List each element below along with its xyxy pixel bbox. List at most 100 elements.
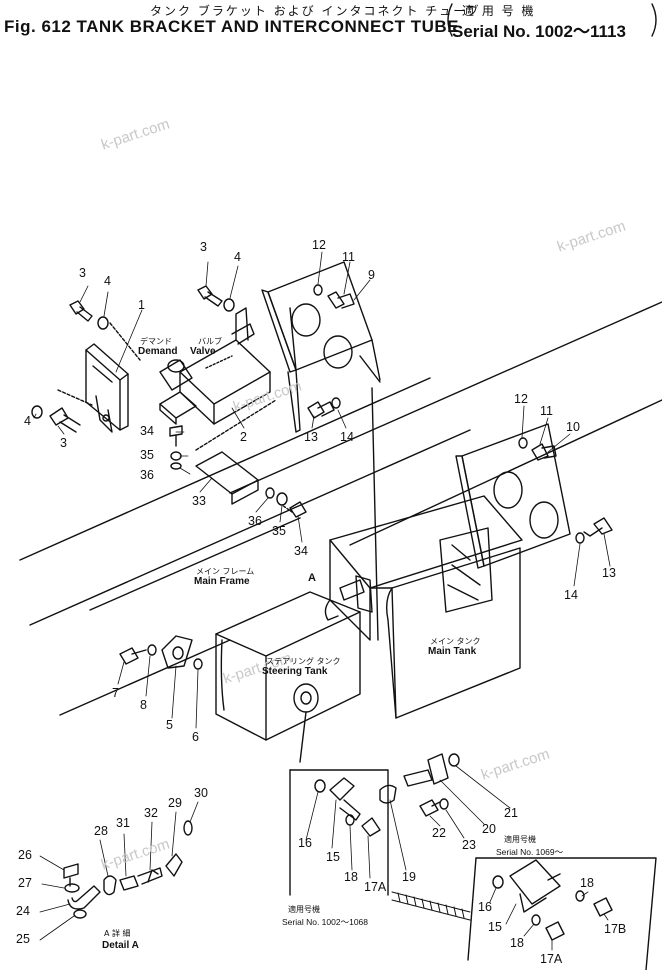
- part-number-6: 6: [192, 730, 199, 744]
- label-main-frame: Main Frame: [194, 576, 250, 587]
- bolt-34-upper: [169, 425, 183, 447]
- part-number-17b: 17B: [604, 922, 627, 936]
- part-number-23: 23: [462, 838, 476, 852]
- oring-16-upper: [492, 875, 504, 889]
- title-japanese: タンク ブラケット および インタコネクト チューブ: [150, 4, 481, 18]
- part-number-21: 21: [504, 806, 518, 820]
- callout-box-upper: [467, 857, 657, 970]
- label-steering-tank: Steering Tank: [262, 666, 328, 677]
- title-english: Fig. 612 TANK BRACKET AND INTERCONNECT T…: [4, 17, 460, 36]
- part-number-18: 18: [510, 936, 524, 950]
- washer-35-lower: [276, 492, 288, 506]
- bracket-9: [261, 261, 381, 433]
- bracket-33: [195, 451, 259, 505]
- oring-6: [193, 658, 203, 670]
- part-number-4: 4: [104, 274, 111, 288]
- bracket-rod: [371, 387, 379, 641]
- washer-4-left: [31, 405, 43, 419]
- part-number-36: 36: [140, 468, 154, 482]
- demand-valve: [159, 323, 255, 391]
- part-number-14: 14: [564, 588, 578, 602]
- part-number-5: 5: [166, 718, 173, 732]
- label-marker-a: A: [308, 572, 316, 584]
- part-number-27: 27: [18, 876, 32, 890]
- bracket-1: [57, 322, 141, 433]
- part-number-9: 9: [368, 268, 375, 282]
- bracket-10: [455, 423, 571, 569]
- part-number-3: 3: [200, 240, 207, 254]
- part-number-7: 7: [112, 686, 119, 700]
- part-number-35: 35: [272, 524, 286, 538]
- bolt-13-center: [307, 401, 335, 419]
- part-number-2: 2: [240, 430, 247, 444]
- part-number-16: 16: [478, 900, 492, 914]
- part-number-33: 33: [192, 494, 206, 508]
- bolt-13-right: [583, 517, 613, 537]
- bolt-3-top-left: [69, 300, 93, 322]
- label-serial-lower-jp: 適用号機: [288, 905, 320, 914]
- label-serial-upper: Serial No. 1069～: [496, 847, 564, 857]
- label-demand: Demand: [138, 346, 178, 357]
- hose: [391, 891, 471, 921]
- bolt-17a-upper: [545, 921, 565, 941]
- serial-japanese: 適 用 号 機: [462, 4, 536, 18]
- part-number-17a: 17A: [540, 952, 563, 966]
- tube-15-upper: [509, 859, 561, 913]
- part-number-18: 18: [580, 876, 594, 890]
- part-number-22: 22: [432, 826, 446, 840]
- part-number-19: 19: [402, 870, 416, 884]
- main-frame-rails: [19, 301, 662, 716]
- label-main-frame-jp: メイン フレーム: [196, 567, 255, 576]
- label-main-tank: Main Tank: [428, 646, 477, 657]
- washer-14-center: [331, 397, 341, 409]
- washer-23: [439, 798, 449, 810]
- part-number-17a: 17A: [364, 880, 387, 894]
- oring-21: [448, 753, 460, 767]
- leader-lines: [33, 251, 611, 951]
- part-number-30: 30: [194, 786, 208, 800]
- part-number-11: 11: [342, 250, 355, 264]
- part-number-16: 16: [298, 836, 312, 850]
- tube-15-lower: [329, 777, 361, 821]
- label-serial-upper-jp: 適用号機: [504, 835, 536, 844]
- part-number-4: 4: [234, 250, 241, 264]
- serial-close-paren: [651, 3, 657, 37]
- oring-16-lower: [314, 779, 326, 793]
- main-tank: [329, 495, 523, 719]
- label-demand-jp: デマンド: [140, 337, 172, 346]
- washer-14-right: [575, 532, 585, 544]
- bolt-3-left: [49, 407, 81, 433]
- fitting-a: [324, 575, 373, 621]
- detail-a: [63, 820, 193, 919]
- washer-12-right: [518, 437, 528, 449]
- washer-18-right: [575, 890, 585, 902]
- label-detail-a-jp: A 詳 細: [104, 929, 131, 938]
- flange-5: [161, 635, 193, 669]
- part-number-12: 12: [312, 238, 326, 252]
- part-number-4: 4: [24, 414, 31, 428]
- serial-range: Serial No. 1002～1113: [452, 22, 626, 41]
- part-number-25: 25: [16, 932, 30, 946]
- bolt-7: [119, 647, 147, 665]
- part-number-8: 8: [140, 698, 147, 712]
- bolt-11-top: [327, 291, 355, 309]
- part-number-3: 3: [60, 436, 67, 450]
- part-number-29: 29: [168, 796, 182, 810]
- part-number-26: 26: [18, 848, 32, 862]
- part-number-1: 1: [138, 298, 145, 312]
- part-number-28: 28: [94, 824, 108, 838]
- label-valve-jp: バルブ: [198, 337, 222, 346]
- part-number-12: 12: [514, 392, 528, 406]
- serial-open-paren: [447, 3, 453, 37]
- part-number-10: 10: [566, 420, 580, 434]
- part-number-36: 36: [248, 514, 262, 528]
- bolt-34-lower: [281, 501, 307, 518]
- part-number-15: 15: [488, 920, 502, 934]
- label-valve: Valve: [190, 346, 216, 357]
- bolt-17a-lower: [361, 817, 381, 837]
- washer-18-lower: [345, 814, 355, 826]
- sleeve-19: [379, 784, 397, 804]
- washer-4-center: [223, 298, 235, 312]
- washer-18-upper: [531, 914, 541, 926]
